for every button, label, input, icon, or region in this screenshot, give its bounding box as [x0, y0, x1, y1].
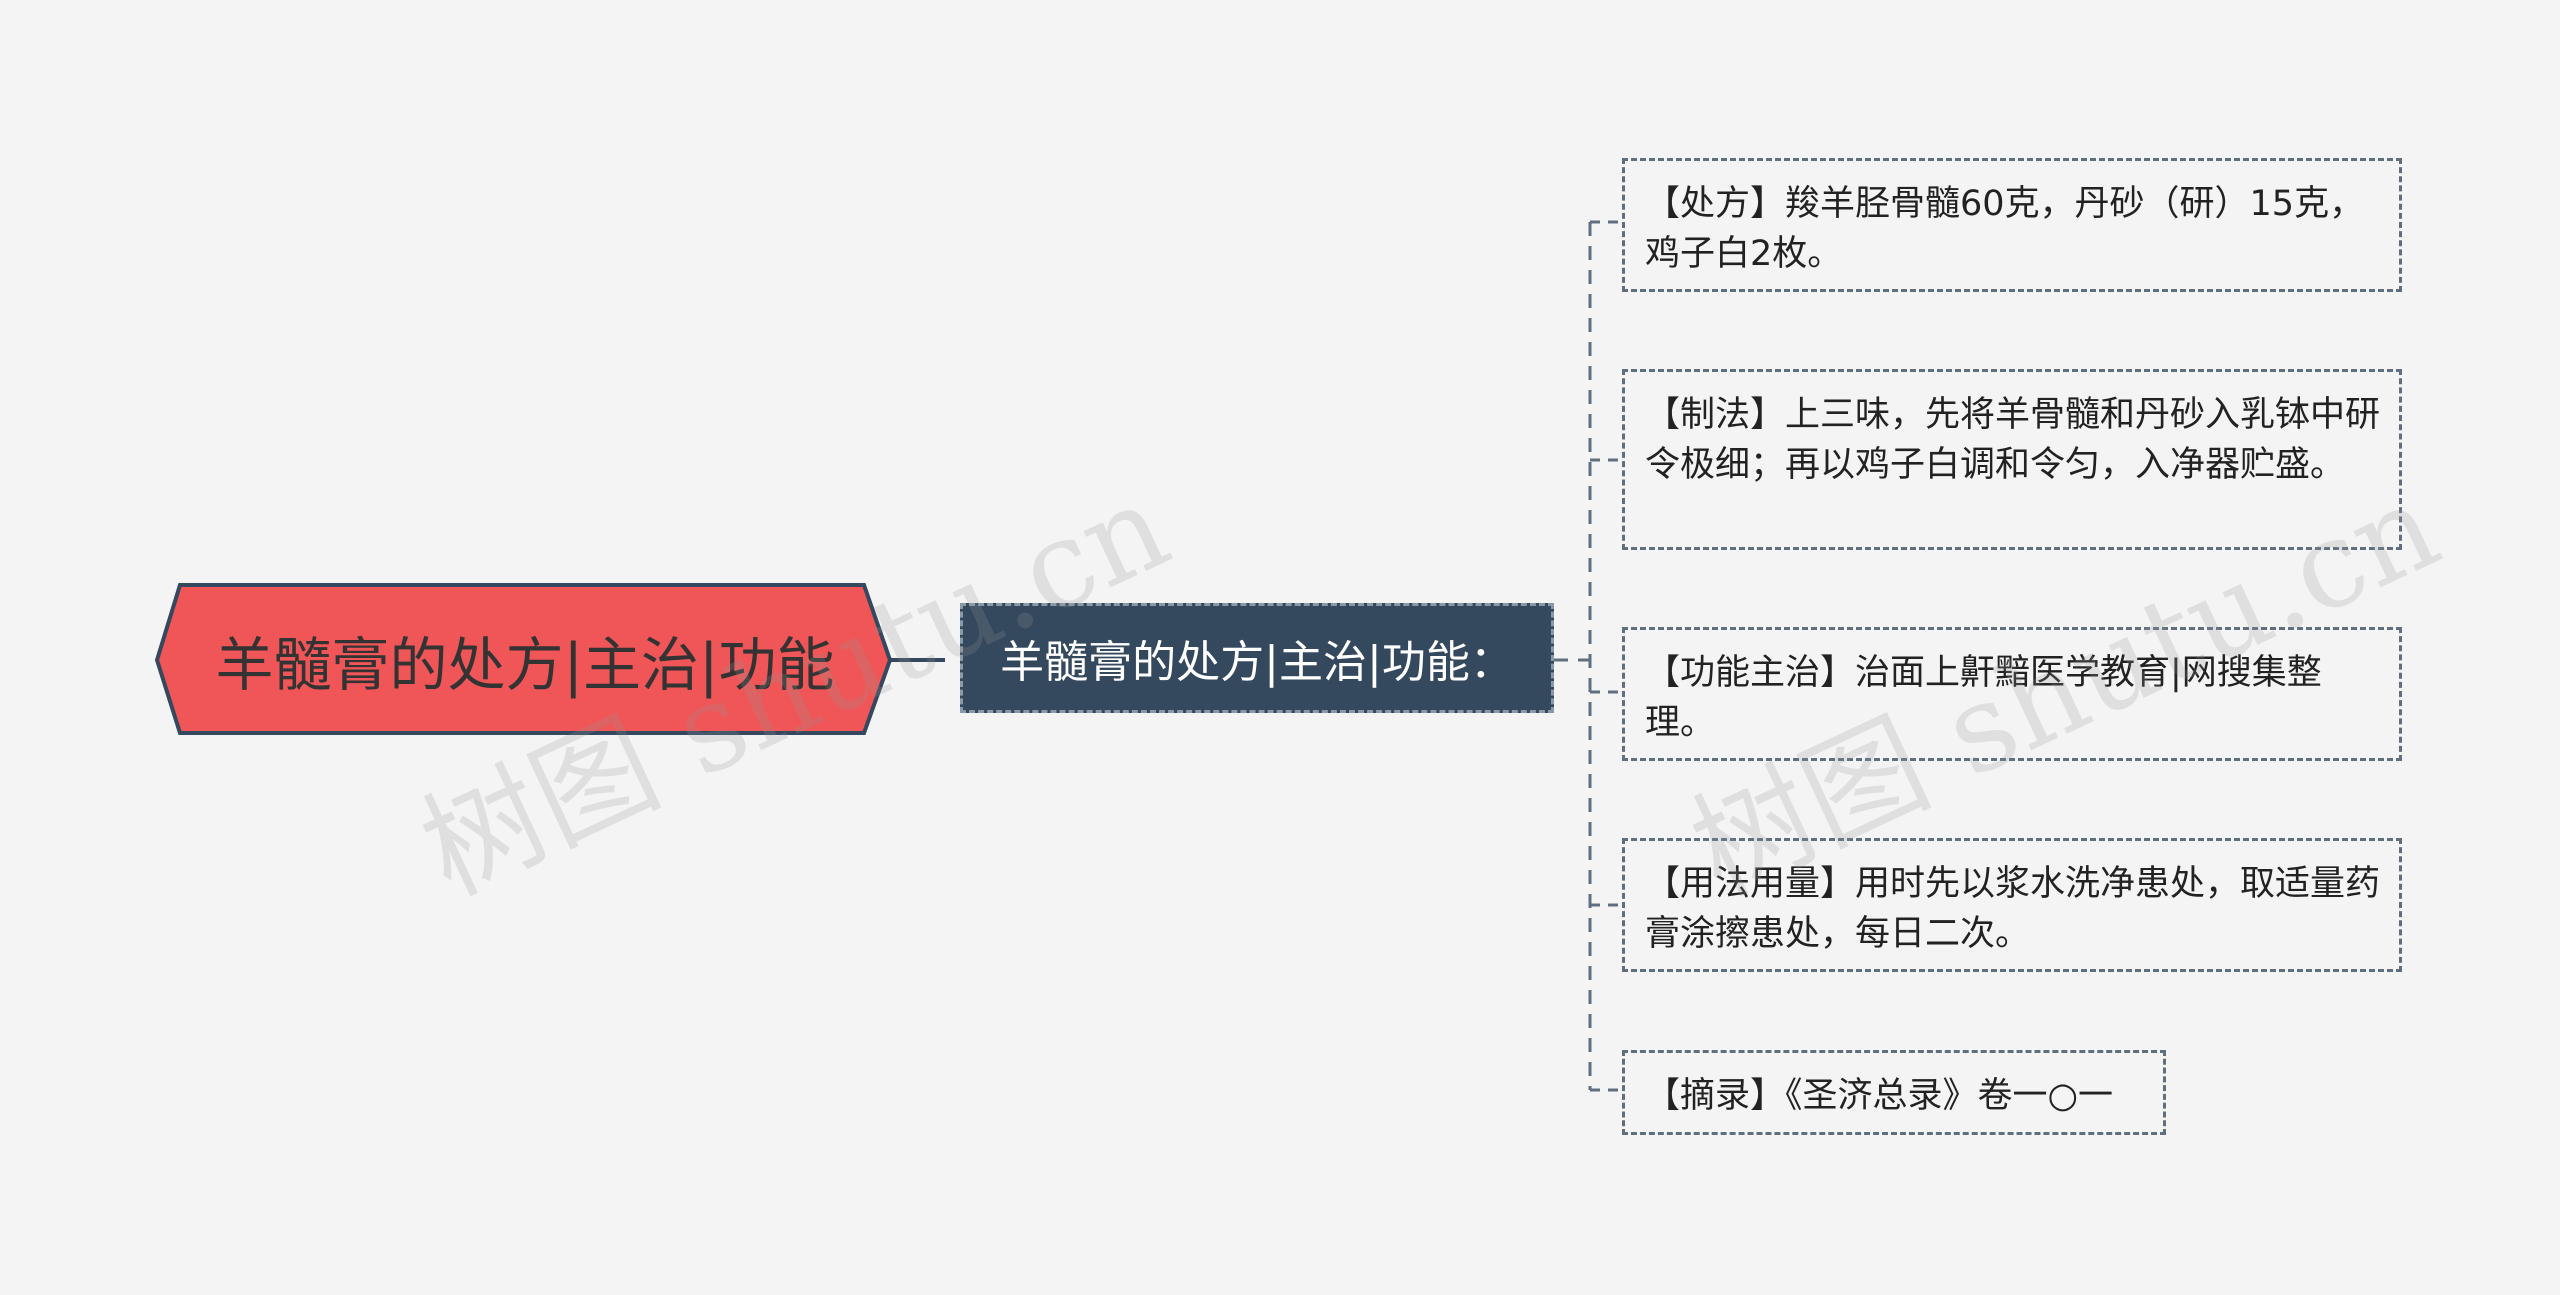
leaf-node-preparation: 【制法】上三味，先将羊骨髓和丹砂入乳钵中研令极细；再以鸡子白调和令匀，入净器贮盛… — [1622, 369, 2402, 550]
branch-node-label: 羊髓膏的处方|主治|功能： — [1000, 637, 1514, 688]
leaf-node-label: 【处方】羧羊胫骨髓60克，丹砂（研）15克，鸡子白2枚。 — [1645, 184, 2365, 274]
branch-node: 羊髓膏的处方|主治|功能： — [960, 603, 1554, 713]
leaf-node-label: 【功能主治】治面上鼾黯医学教育|网搜集整理。 — [1645, 653, 2322, 743]
leaf-node-indications: 【功能主治】治面上鼾黯医学教育|网搜集整理。 — [1622, 627, 2402, 761]
leaf-node-label: 【摘录】《圣济总录》卷一○一 — [1645, 1076, 2114, 1116]
leaf-node-source: 【摘录】《圣济总录》卷一○一 — [1622, 1050, 2166, 1135]
root-node-label: 羊髓膏的处方|主治|功能 — [215, 631, 835, 699]
root-node-shape — [154, 583, 893, 735]
leaf-node-label: 【用法用量】用时先以浆水洗净患处，取适量药膏涂擦患处，每日二次。 — [1645, 864, 2381, 954]
leaf-node-prescription: 【处方】羧羊胫骨髓60克，丹砂（研）15克，鸡子白2枚。 — [1622, 158, 2402, 292]
leaf-node-label: 【制法】上三味，先将羊骨髓和丹砂入乳钵中研令极细；再以鸡子白调和令匀，入净器贮盛… — [1645, 395, 2381, 485]
leaf-node-usage: 【用法用量】用时先以浆水洗净患处，取适量药膏涂擦患处，每日二次。 — [1622, 838, 2402, 972]
